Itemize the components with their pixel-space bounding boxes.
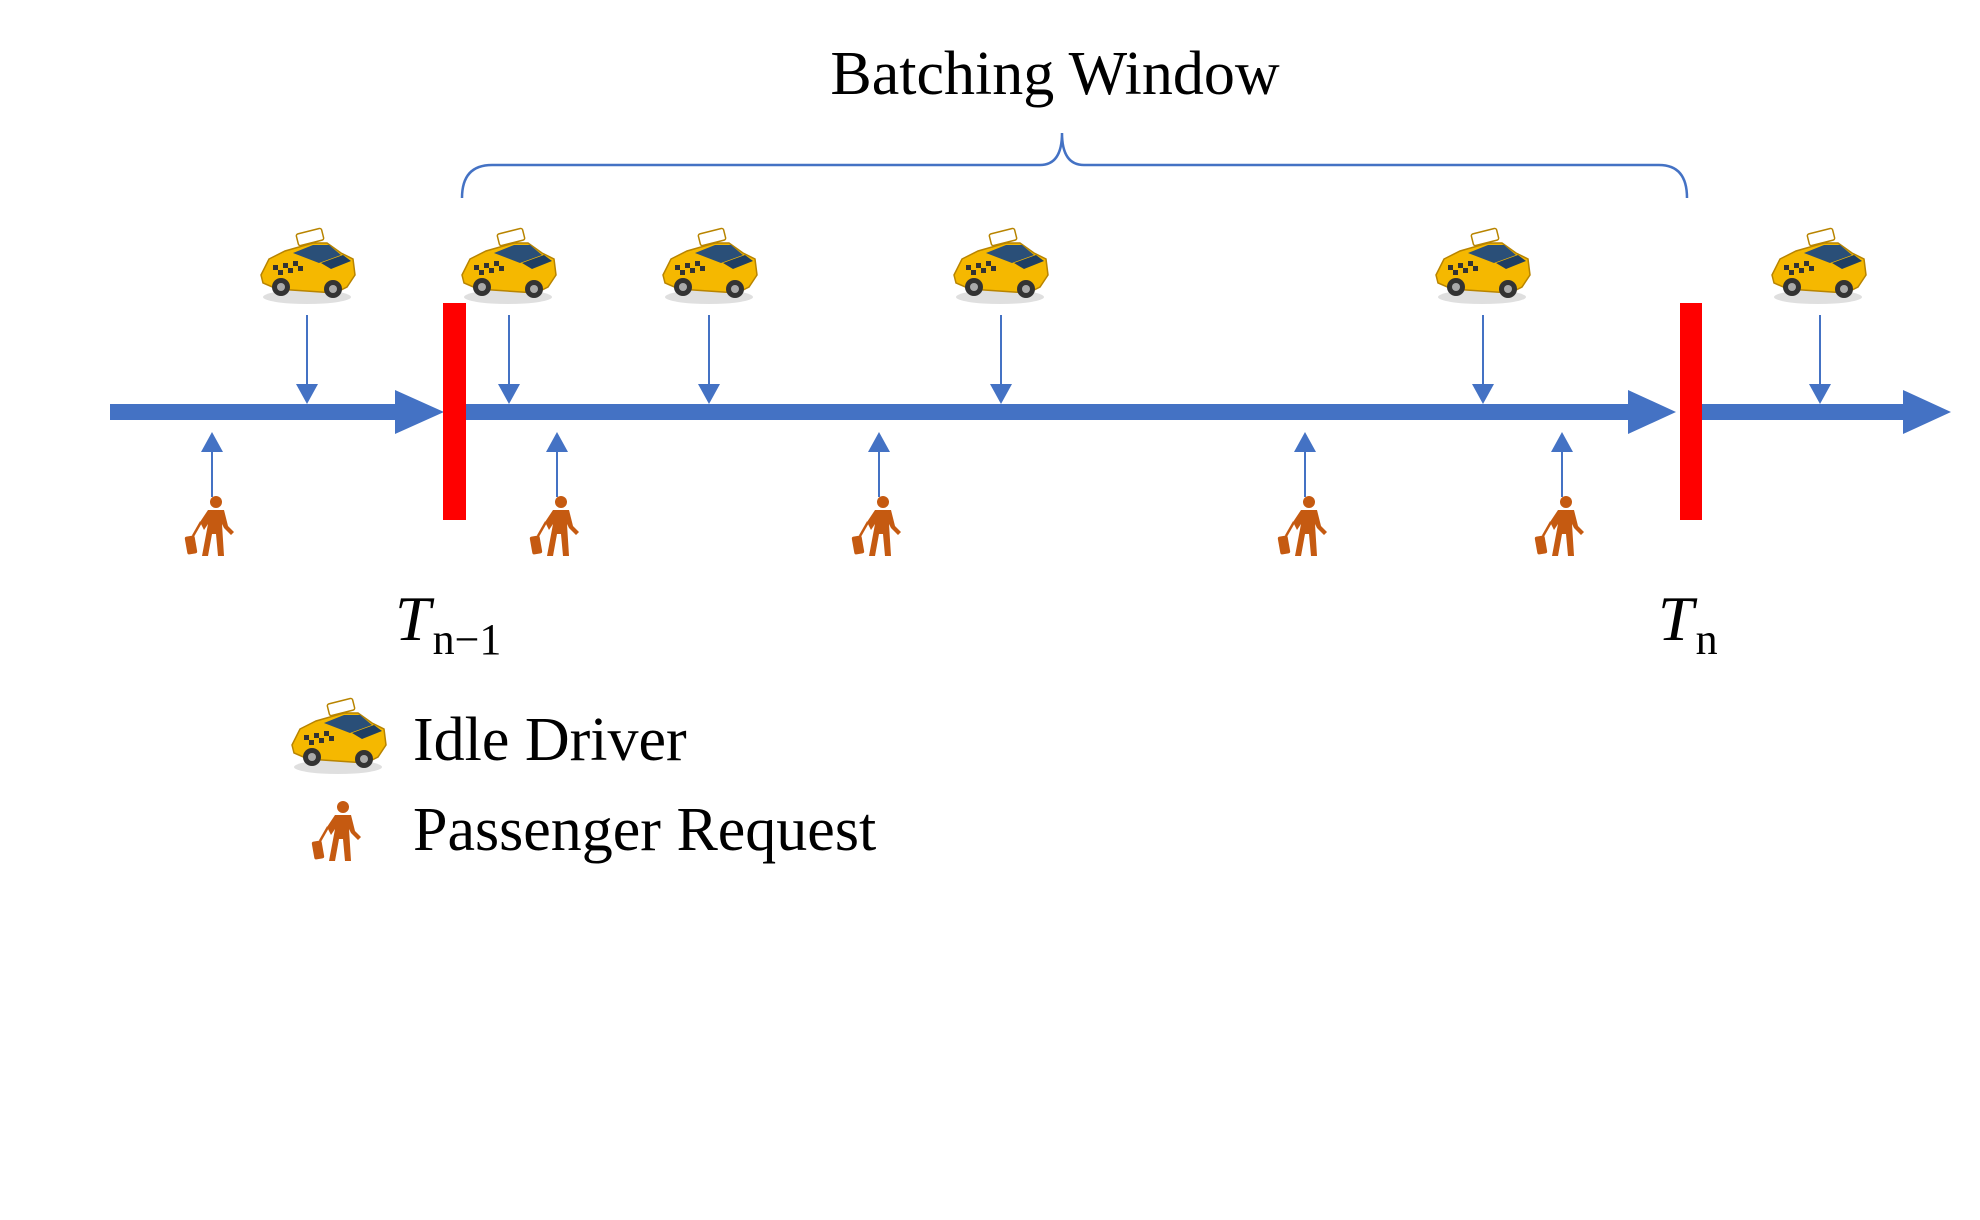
- label-var: T: [395, 583, 435, 654]
- taxi-icon: [291, 697, 387, 775]
- idle-driver: [1435, 227, 1531, 404]
- passenger-request: [528, 432, 581, 558]
- label-var: T: [1658, 583, 1698, 654]
- passenger-icon: [528, 494, 581, 558]
- passenger-requests: [183, 432, 1586, 558]
- legend-item-idle-driver: Idle Driver: [291, 697, 687, 775]
- label-t-n-minus-1: Tn−1: [395, 583, 501, 664]
- passenger-request: [1533, 432, 1586, 558]
- passenger-request: [850, 432, 903, 558]
- passenger-icon: [310, 799, 363, 863]
- diagram-title: Batching Window: [830, 40, 1279, 108]
- label-sub: n: [1696, 615, 1718, 664]
- legend-label-passenger-request: Passenger Request: [413, 796, 876, 864]
- timeline-segment-before: [110, 390, 444, 434]
- timeline-segment-window: [466, 390, 1676, 434]
- boundary-bar-t-n-minus-1: [443, 303, 466, 520]
- taxi-icon: [1771, 227, 1867, 305]
- batching-window-brace: [460, 132, 1689, 199]
- passenger-request: [1276, 432, 1329, 558]
- taxi-icon: [461, 227, 557, 305]
- taxi-icon: [1435, 227, 1531, 305]
- idle-driver: [953, 227, 1049, 404]
- label-sub: n−1: [433, 615, 502, 664]
- timeline-segment-after: [1702, 390, 1951, 434]
- taxi-icon: [953, 227, 1049, 305]
- passenger-request: [183, 432, 236, 558]
- label-t-n: Tn: [1658, 583, 1718, 664]
- taxi-icon: [260, 227, 356, 305]
- passenger-icon: [850, 494, 903, 558]
- idle-drivers: [260, 227, 1867, 404]
- legend-label-idle-driver: Idle Driver: [413, 706, 687, 774]
- idle-driver: [461, 227, 557, 404]
- legend: Idle Driver Passenger Request: [291, 697, 876, 864]
- idle-driver: [662, 227, 758, 404]
- timeline: [110, 390, 1951, 434]
- passenger-icon: [1533, 494, 1586, 558]
- taxi-icon: [662, 227, 758, 305]
- idle-driver: [1771, 227, 1867, 404]
- passenger-icon: [183, 494, 236, 558]
- boundary-bar-t-n: [1680, 303, 1702, 520]
- idle-driver: [260, 227, 356, 404]
- legend-item-passenger-request: Passenger Request: [310, 796, 876, 864]
- passenger-icon: [1276, 494, 1329, 558]
